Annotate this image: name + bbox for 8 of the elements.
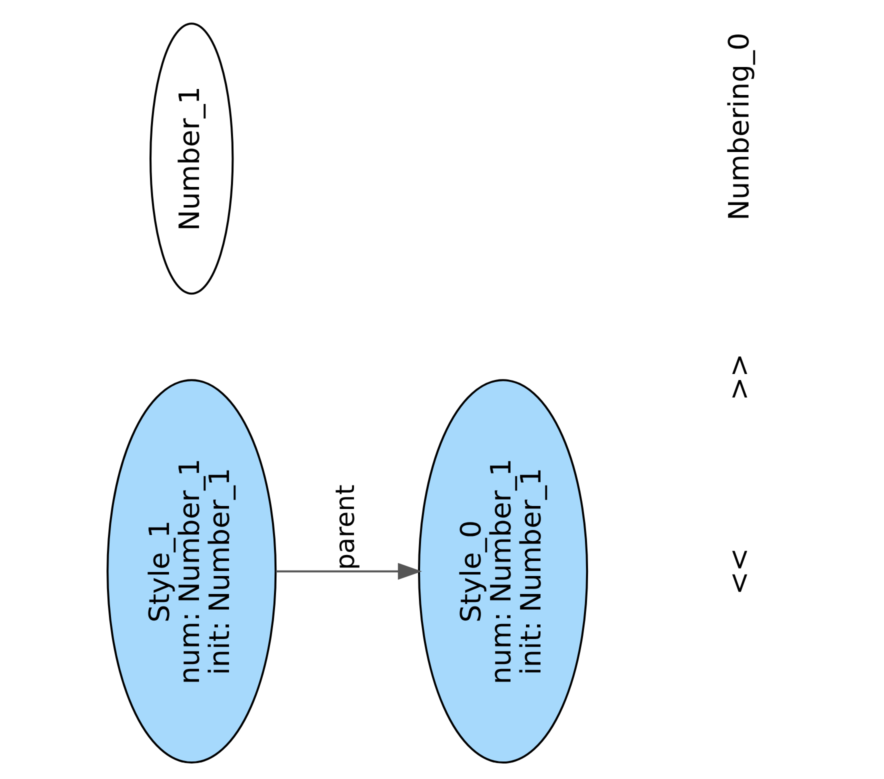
label: >> bbox=[722, 354, 755, 401]
node-ellipse: Number_1 bbox=[149, 22, 234, 295]
label: << bbox=[722, 548, 755, 595]
node-ellipse: Style_1 num: Number_1 init: Number_1 bbox=[106, 379, 276, 764]
node-ellipse: Style_0 num: Number_1 init: Number_1 bbox=[418, 379, 588, 764]
arrow bbox=[276, 562, 422, 580]
edge-label: parent bbox=[330, 484, 361, 570]
label: Numbering_0 bbox=[722, 32, 755, 221]
